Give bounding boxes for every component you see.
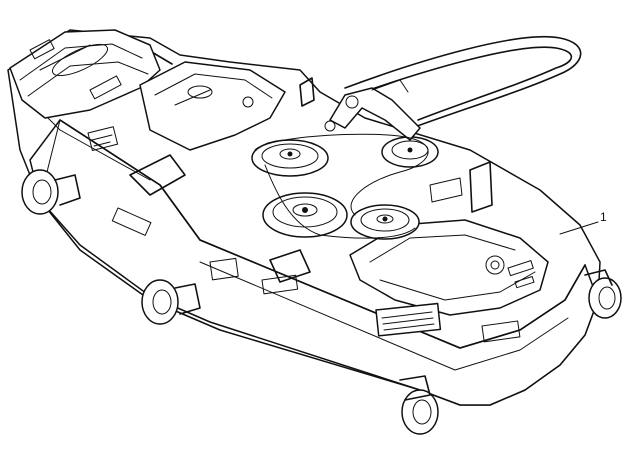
pulley-center bbox=[262, 192, 348, 238]
pulley-right bbox=[350, 204, 420, 240]
drive-belt bbox=[344, 35, 582, 129]
rear-housing bbox=[9, 29, 161, 119]
wheel-front-left bbox=[141, 279, 201, 325]
deck-belt bbox=[254, 133, 429, 239]
idler-pulley bbox=[381, 136, 439, 168]
deck-brackets bbox=[129, 77, 493, 283]
wheel-rear-left bbox=[21, 169, 81, 215]
decals bbox=[87, 126, 521, 343]
callout-leader-1 bbox=[559, 221, 599, 235]
left-belt-cover bbox=[139, 61, 286, 151]
pulley-left bbox=[251, 139, 329, 177]
wheel-front-right bbox=[584, 269, 622, 319]
tensioner-arm bbox=[324, 79, 421, 141]
wheel-front-center bbox=[399, 375, 439, 435]
callout-number-1: 1 bbox=[600, 210, 607, 224]
right-belt-cover bbox=[349, 219, 549, 316]
